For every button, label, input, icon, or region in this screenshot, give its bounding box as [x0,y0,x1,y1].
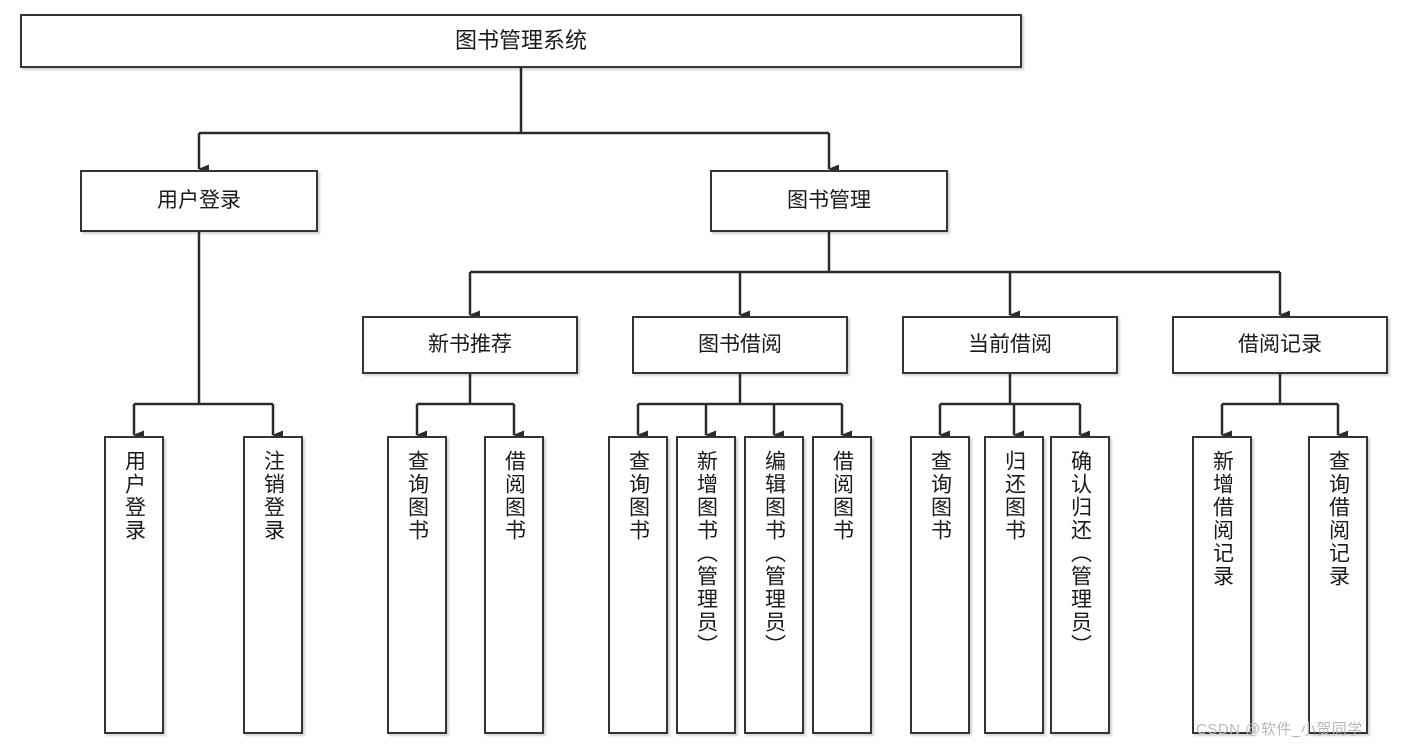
node-label: 查询借阅记录 [1326,450,1350,588]
node-leaf-bb-add: 新增图书（管理员） [676,436,736,734]
node-leaf-bb-query: 查询图书 [608,436,668,734]
node-label: 新增借阅记录 [1210,450,1234,588]
node-label: 归还图书 [1002,450,1026,542]
node-label: 查询图书 [405,450,429,542]
node-label: 注销登录 [261,450,285,542]
node-leaf-bb-edit: 编辑图书（管理员） [744,436,804,734]
node-label: 借阅记录 [1238,333,1322,357]
node-book-borrow: 图书借阅 [632,316,848,374]
node-label: 借阅图书 [830,450,854,542]
node-leaf-rec-borrow: 借阅图书 [484,436,544,734]
node-label: 图书管理系统 [454,27,587,53]
node-label: 图书管理 [787,189,871,213]
node-leaf-cb-confirm: 确认归还（管理员） [1050,436,1110,734]
node-leaf-rec-query: 查询图书 [387,436,447,734]
node-root: 图书管理系统 [20,14,1022,68]
node-label: 查询图书 [928,450,952,542]
node-leaf-cb-return: 归还图书 [984,436,1044,734]
node-label: 借阅图书 [502,450,526,542]
node-label: 用户登录 [157,189,241,213]
node-new-book-rec: 新书推荐 [362,316,578,374]
node-current-borrow: 当前借阅 [902,316,1118,374]
node-label: 查询图书 [626,450,650,542]
node-user-login: 用户登录 [80,170,318,232]
node-borrow-record: 借阅记录 [1172,316,1388,374]
node-leaf-cb-query: 查询图书 [910,436,970,734]
csdn-watermark: CSDN @软件_小贺同学 [1196,721,1363,738]
node-label: 确认归还（管理员） [1068,450,1092,657]
node-book-manage: 图书管理 [710,170,948,232]
node-leaf-user-login: 用户登录 [104,436,164,734]
node-leaf-user-logout: 注销登录 [243,436,303,734]
node-label: 新书推荐 [428,333,512,357]
node-leaf-bb-borrow: 借阅图书 [812,436,872,734]
node-leaf-br-query: 查询借阅记录 [1308,436,1368,734]
node-label: 新增图书（管理员） [694,450,718,657]
node-leaf-br-add: 新增借阅记录 [1192,436,1252,734]
node-label: 图书借阅 [698,333,782,357]
node-label: 用户登录 [122,450,146,542]
node-label: 当前借阅 [968,333,1052,357]
node-label: 编辑图书（管理员） [762,450,786,657]
